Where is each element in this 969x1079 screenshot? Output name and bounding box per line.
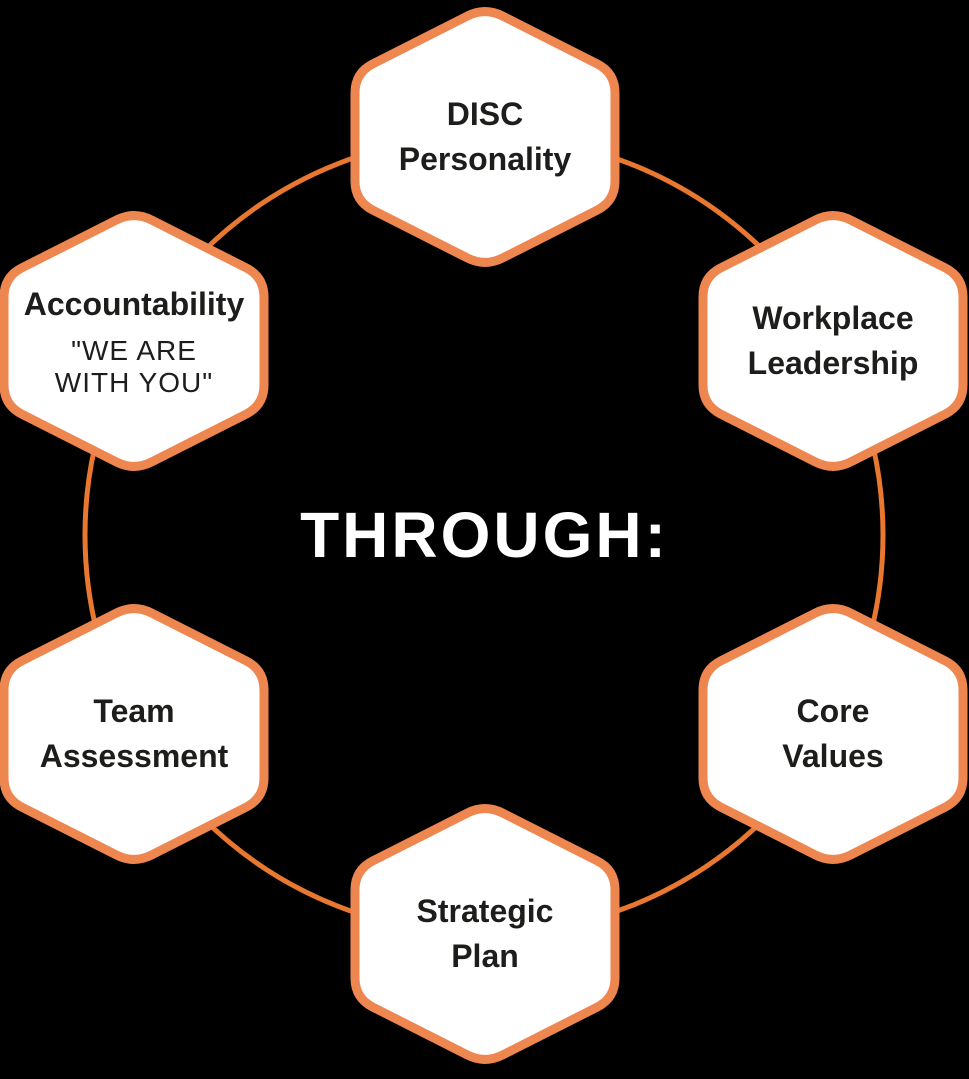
hex-label-line: DISC (446, 95, 524, 132)
hexagon-shape (350, 7, 620, 267)
hexagon-shape (0, 604, 269, 864)
hex-quote-line: WITH YOU" (54, 367, 214, 399)
hex-label-line: Core (796, 692, 870, 729)
hex-label-disc-personality: DISC Personality (349, 1, 621, 273)
hex-node-strategic-plan: Strategic Plan (349, 798, 621, 1070)
hex-label-workplace-leadership: Workplace Leadership (697, 205, 969, 477)
hex-node-team-assessment: Team Assessment (0, 598, 270, 870)
hex-quote: "WE ARE WITH YOU" (55, 335, 213, 400)
hex-label-line: Personality (398, 141, 572, 177)
hex-label-line: Plan (451, 938, 519, 974)
hexagon-shape (698, 211, 968, 471)
hex-node-accountability: Accountability "WE ARE WITH YOU" (0, 205, 270, 477)
hex-label-strategic-plan: Strategic Plan (349, 798, 621, 1070)
hex-label-line: Team (93, 692, 175, 729)
hex-label-accountability: Accountability "WE ARE WITH YOU" (0, 205, 270, 477)
hexagon-shape (0, 211, 269, 471)
hexagon-shape (698, 604, 968, 864)
hex-label-line: Accountability (23, 286, 245, 323)
hex-node-workplace-leadership: Workplace Leadership (697, 205, 969, 477)
hex-label-line: Leadership (747, 345, 919, 381)
hex-label-line: Assessment (39, 738, 229, 774)
hexagon-shape (350, 804, 620, 1064)
center-title: THROUGH: (300, 499, 669, 571)
hex-quote-line: "WE ARE (71, 334, 197, 366)
hex-node-core-values: Core Values (697, 598, 969, 870)
hex-label-line: Values (782, 738, 884, 774)
hex-label-core-values: Core Values (697, 598, 969, 870)
hex-node-disc-personality: DISC Personality (349, 1, 621, 273)
hex-label-line: Workplace (752, 299, 914, 336)
hex-label-line: Strategic (416, 892, 554, 929)
hex-label-team-assessment: Team Assessment (0, 598, 270, 870)
